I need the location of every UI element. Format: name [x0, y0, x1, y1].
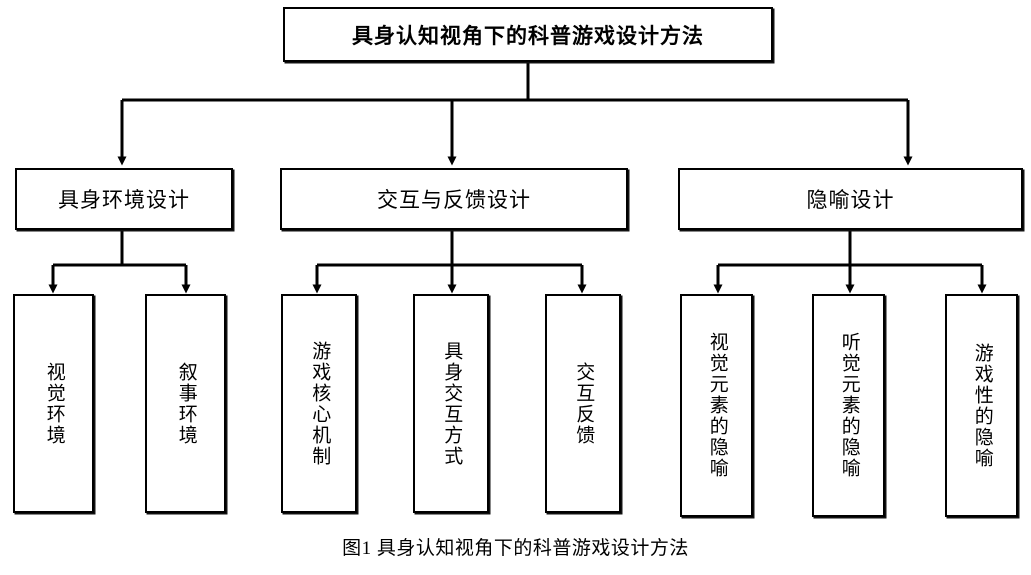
node-leaf-visual-element-metaphor: 视觉元素的隐喻 [680, 294, 753, 517]
node-leaf-label: 游戏核心机制 [309, 340, 331, 467]
node-branch-label: 隐喻设计 [806, 188, 895, 212]
node-root-label: 具身认知视角下的科普游戏设计方法 [352, 23, 704, 48]
node-branch-embodied-environment-design: 具身环境设计 [15, 168, 233, 230]
node-leaf-visual-environment: 视觉环境 [13, 294, 94, 513]
node-leaf-gameplay-metaphor: 游戏性的隐喻 [945, 294, 1018, 517]
node-leaf-label: 游戏性的隐喻 [971, 342, 993, 469]
node-branch-label: 交互与反馈设计 [377, 188, 531, 212]
node-leaf-label: 视觉环境 [43, 361, 65, 446]
node-branch-interaction-feedback-design: 交互与反馈设计 [280, 168, 628, 230]
node-leaf-label: 交互反馈 [573, 361, 595, 446]
node-leaf-label: 视觉元素的隐喻 [706, 332, 728, 479]
node-leaf-interaction-feedback: 交互反馈 [545, 294, 621, 513]
node-leaf-embodied-interaction-method: 具身交互方式 [413, 294, 489, 513]
node-branch-metaphor-design: 隐喻设计 [678, 168, 1023, 230]
node-root: 具身认知视角下的科普游戏设计方法 [283, 7, 773, 62]
node-leaf-narrative-environment: 叙事环境 [145, 294, 226, 513]
node-leaf-auditory-element-metaphor: 听觉元素的隐喻 [812, 294, 885, 517]
node-leaf-label: 听觉元素的隐喻 [838, 332, 860, 479]
node-leaf-label: 叙事环境 [175, 361, 197, 446]
node-leaf-game-core-mechanics: 游戏核心机制 [281, 294, 357, 513]
node-branch-label: 具身环境设计 [58, 188, 190, 212]
node-leaf-label: 具身交互方式 [441, 340, 463, 467]
figure-caption: 图1 具身认知视角下的科普游戏设计方法 [342, 538, 689, 559]
